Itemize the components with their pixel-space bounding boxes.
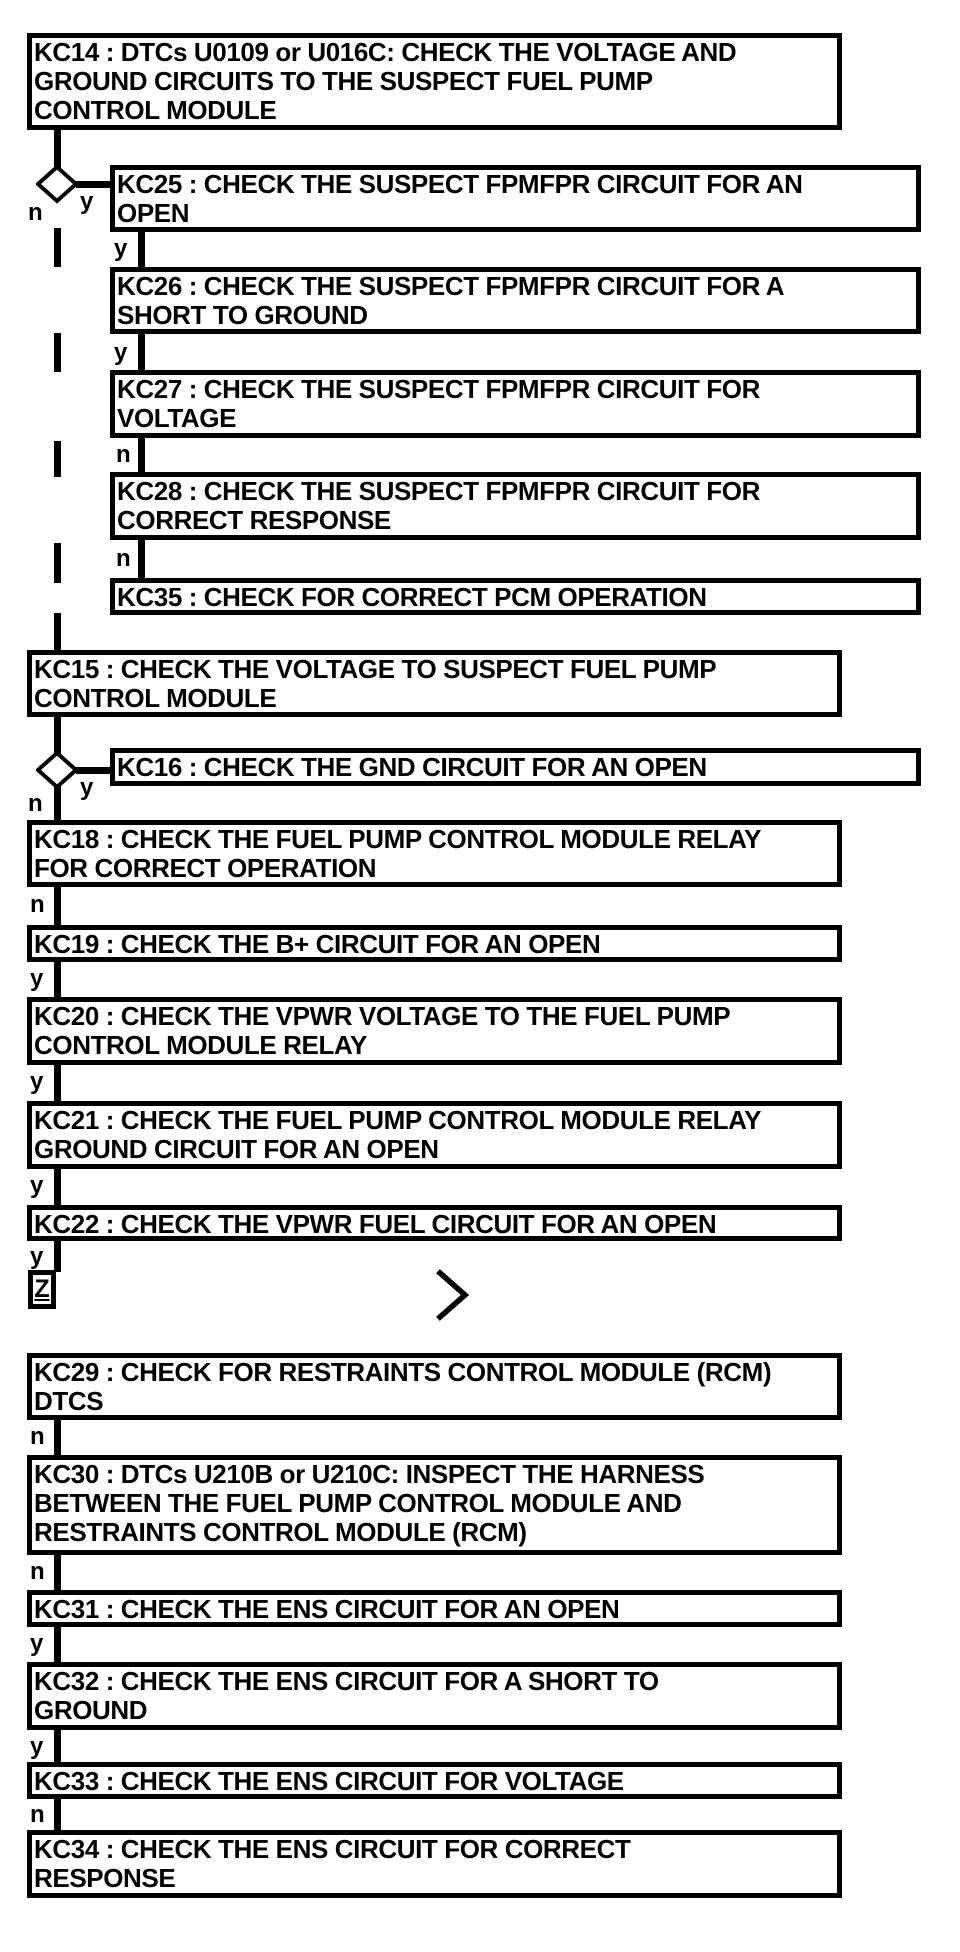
connector-line bbox=[54, 1626, 61, 1663]
page-continuation-chevron-icon bbox=[436, 1269, 470, 1321]
connector-line-dashed-segment bbox=[54, 441, 61, 477]
flow-node-kc30: KC30 : DTCs U210B or U210C: INSPECT THE … bbox=[27, 1455, 842, 1555]
flow-node-kc16: KC16 : CHECK THE GND CIRCUIT FOR AN OPEN bbox=[110, 748, 921, 786]
connector-line-dashed-segment bbox=[54, 613, 61, 650]
branch-label-yes: y bbox=[30, 1243, 44, 1270]
flow-node-kc27: KC27 : CHECK THE SUSPECT FPMFPR CIRCUIT … bbox=[110, 370, 921, 438]
connector-line bbox=[54, 961, 61, 998]
flow-node-kc20: KC20 : CHECK THE VPWR VOLTAGE TO THE FUE… bbox=[27, 997, 842, 1065]
branch-label-yes: y bbox=[80, 774, 94, 801]
branch-label-no: n bbox=[30, 1801, 45, 1828]
connector-line bbox=[54, 716, 61, 754]
branch-label-yes: y bbox=[114, 235, 128, 262]
flow-node-kc34: KC34 : CHECK THE ENS CIRCUIT FOR CORRECT… bbox=[27, 1830, 842, 1898]
branch-label-yes: y bbox=[80, 188, 94, 215]
flow-node-kc32: KC32 : CHECK THE ENS CIRCUIT FOR A SHORT… bbox=[27, 1662, 842, 1730]
connector-line bbox=[54, 1798, 61, 1831]
branch-label-no: n bbox=[28, 199, 43, 226]
flow-node-kc14: KC14 : DTCs U0109 or U016C: CHECK THE VO… bbox=[27, 33, 842, 130]
connector-line bbox=[76, 767, 110, 774]
branch-label-yes: y bbox=[30, 965, 44, 992]
flow-node-kc22: KC22 : CHECK THE VPWR FUEL CIRCUIT FOR A… bbox=[27, 1205, 842, 1241]
connector-line-dashed-segment bbox=[54, 543, 61, 583]
connector-line bbox=[76, 181, 110, 188]
flow-node-kc28: KC28 : CHECK THE SUSPECT FPMFPR CIRCUIT … bbox=[110, 472, 921, 540]
connector-line-dashed-segment bbox=[54, 333, 61, 372]
branch-label-yes: y bbox=[30, 1733, 44, 1760]
branch-label-no: n bbox=[30, 891, 45, 918]
connector-line bbox=[54, 1419, 61, 1456]
flow-node-kc29: KC29 : CHECK FOR RESTRAINTS CONTROL MODU… bbox=[27, 1353, 842, 1420]
connector-line bbox=[138, 539, 145, 579]
connector-line bbox=[138, 437, 145, 473]
decision-diamond-kc14 bbox=[36, 164, 78, 204]
decision-diamond-kc15 bbox=[36, 750, 78, 790]
branch-label-no: n bbox=[30, 1423, 45, 1450]
connector-line bbox=[54, 886, 61, 927]
flow-node-kc35: KC35 : CHECK FOR CORRECT PCM OPERATION bbox=[110, 578, 921, 615]
connector-line-dashed-segment bbox=[54, 228, 61, 267]
branch-label-yes: y bbox=[114, 339, 128, 366]
connector-line bbox=[54, 130, 61, 170]
branch-label-yes: y bbox=[30, 1172, 44, 1199]
connector-line bbox=[54, 1240, 61, 1272]
offpage-connector-z: Z bbox=[28, 1270, 56, 1309]
flow-node-kc31: KC31 : CHECK THE ENS CIRCUIT FOR AN OPEN bbox=[27, 1590, 842, 1627]
flow-node-kc19: KC19 : CHECK THE B+ CIRCUIT FOR AN OPEN bbox=[27, 925, 842, 962]
branch-label-yes: y bbox=[30, 1068, 44, 1095]
branch-label-no: n bbox=[30, 1558, 45, 1585]
branch-label-no: n bbox=[116, 441, 131, 468]
flow-node-kc25: KC25 : CHECK THE SUSPECT FPMFPR CIRCUIT … bbox=[110, 165, 921, 232]
branch-label-no: n bbox=[28, 790, 43, 817]
connector-line bbox=[138, 333, 145, 371]
flow-node-kc18: KC18 : CHECK THE FUEL PUMP CONTROL MODUL… bbox=[27, 820, 842, 887]
flow-node-kc33: KC33 : CHECK THE ENS CIRCUIT FOR VOLTAGE bbox=[27, 1762, 842, 1799]
flow-node-kc21: KC21 : CHECK THE FUEL PUMP CONTROL MODUL… bbox=[27, 1101, 842, 1169]
branch-label-no: n bbox=[116, 545, 131, 572]
branch-label-yes: y bbox=[30, 1630, 44, 1657]
flow-node-kc15: KC15 : CHECK THE VOLTAGE TO SUSPECT FUEL… bbox=[27, 650, 842, 717]
connector-line bbox=[138, 230, 145, 268]
connector-line bbox=[54, 1064, 61, 1102]
flow-node-kc26: KC26 : CHECK THE SUSPECT FPMFPR CIRCUIT … bbox=[110, 267, 921, 334]
connector-line bbox=[54, 1729, 61, 1763]
connector-line bbox=[54, 1554, 61, 1591]
connector-line bbox=[54, 786, 61, 821]
connector-line bbox=[54, 1168, 61, 1206]
